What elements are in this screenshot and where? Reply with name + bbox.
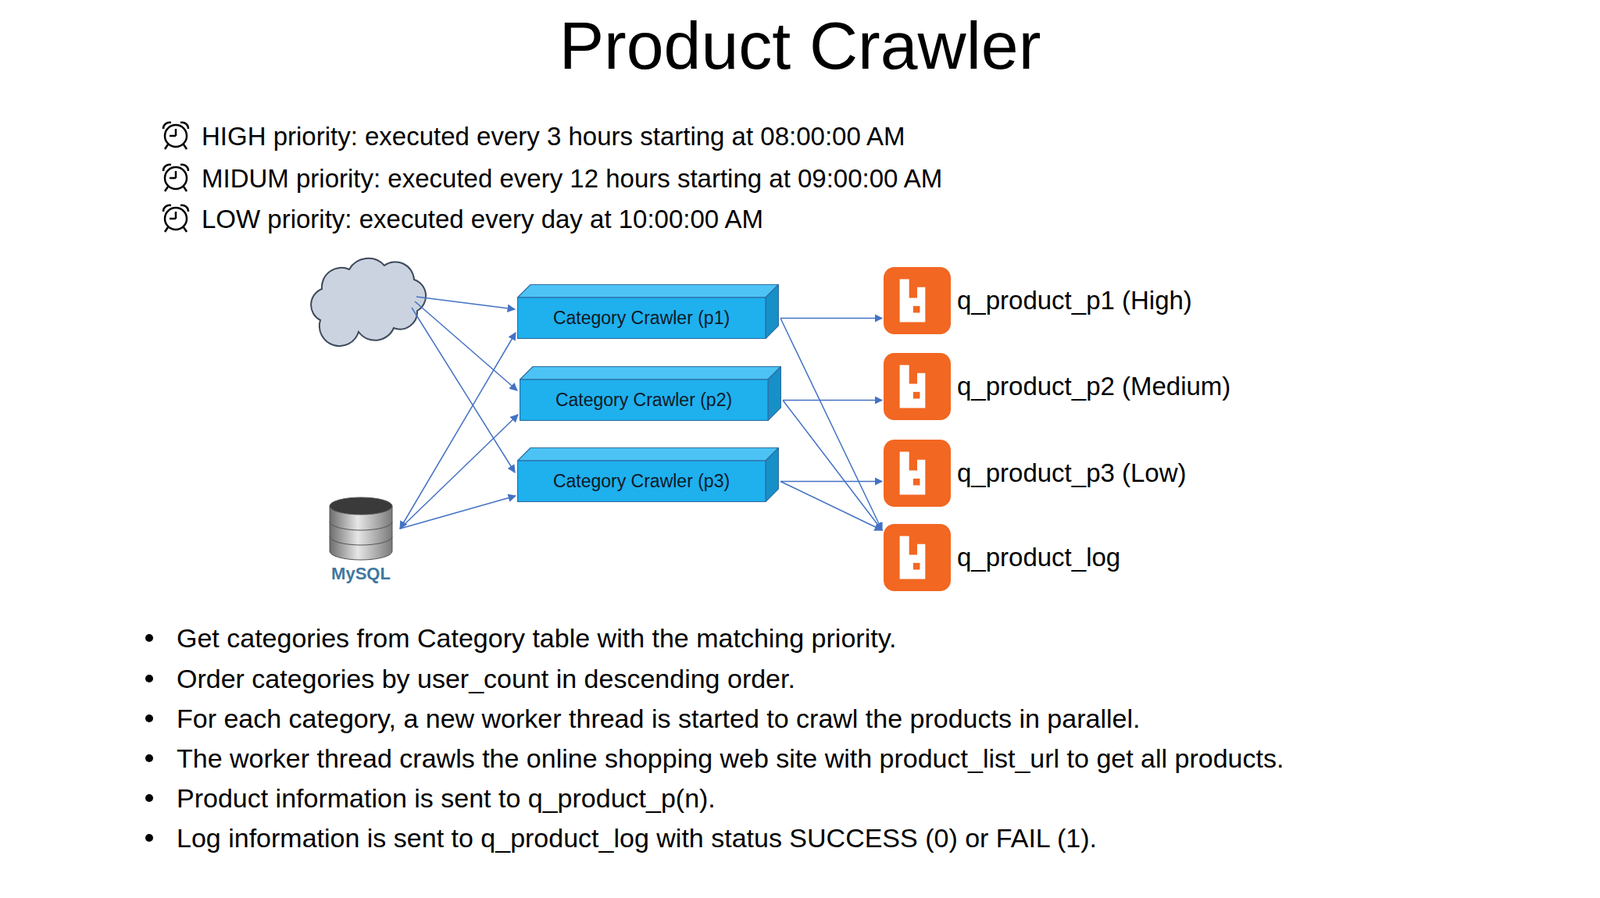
connector-arrow [400,332,516,529]
connector-arrow [782,400,883,402]
bullet-dot [145,794,154,803]
queue-label: q_product_p1 (High) [957,285,1193,316]
database-logo-text: MySQL [331,564,391,585]
queue-node: q_product_p3 (Low) [883,439,1187,508]
bullet-dot [145,834,154,843]
connector-arrow [780,481,883,483]
internet-cloud [310,258,426,347]
crawler-box: Category Crawler (p1) [517,284,779,340]
bullet-text: Order categories by user_count in descen… [176,662,796,696]
clock-icon [163,164,189,192]
rabbitmq-icon [883,353,951,421]
schedule-line: HIGH priority: executed every 3 hours st… [201,120,906,154]
queue-node: q_product_log [883,524,1121,592]
cloud-line [416,296,515,310]
bullet-text: The worker thread crawls the online shop… [176,742,1284,775]
bullet-text: Get categories from Category table with … [176,621,897,655]
connector-arrow [782,400,883,532]
cloud-line [411,307,515,473]
rabbitmq-icon [883,439,951,508]
bullet-text: Product information is sent to q_product… [176,782,716,815]
connector-arrow [780,482,883,532]
queue-node: q_product_p2 (Medium) [883,353,1231,421]
connector-arrow [780,317,883,320]
cloud-line [414,301,518,391]
schedule-line: LOW priority: executed every day at 10:0… [201,203,764,236]
crawler-label: Category Crawler (p2) [555,389,733,411]
connector-arrow [400,496,516,529]
crawler-box: Category Crawler (p3) [517,447,779,503]
queue-node: q_product_p1 (High) [883,267,1193,335]
crawler-face: Category Crawler (p3) [517,460,766,503]
bullet-text: Log information is sent to q_product_log… [176,821,1097,855]
database-node: MySQL [312,495,410,585]
crawler-face: Category Crawler (p1) [517,297,766,340]
crawler-face: Category Crawler (p2) [519,379,768,422]
bullet-dot [145,754,154,763]
crawler-box: Category Crawler (p2) [519,366,782,422]
bullet-text: For each category, a new worker thread i… [176,702,1140,736]
connector-arrow [780,318,883,532]
crawler-label: Category Crawler (p1) [553,307,730,329]
database-cylinder [323,495,399,563]
schedule-line: MIDUM priority: executed every 12 hours … [201,162,943,196]
clock-icon [163,205,189,233]
bullet-dot [145,714,154,723]
queue-label: q_product_log [957,542,1121,573]
queue-label: q_product_p3 (Low) [957,458,1187,489]
queue-label: q_product_p2 (Medium) [957,371,1231,402]
bullet-dot [145,675,154,683]
rabbitmq-icon [883,524,951,592]
clock-icon [163,122,189,150]
rabbitmq-icon [883,267,951,335]
crawler-label: Category Crawler (p3) [553,471,730,493]
connector-arrow [400,414,518,529]
page-title: Product Crawler [0,6,1600,85]
bullet-dot [145,634,154,643]
